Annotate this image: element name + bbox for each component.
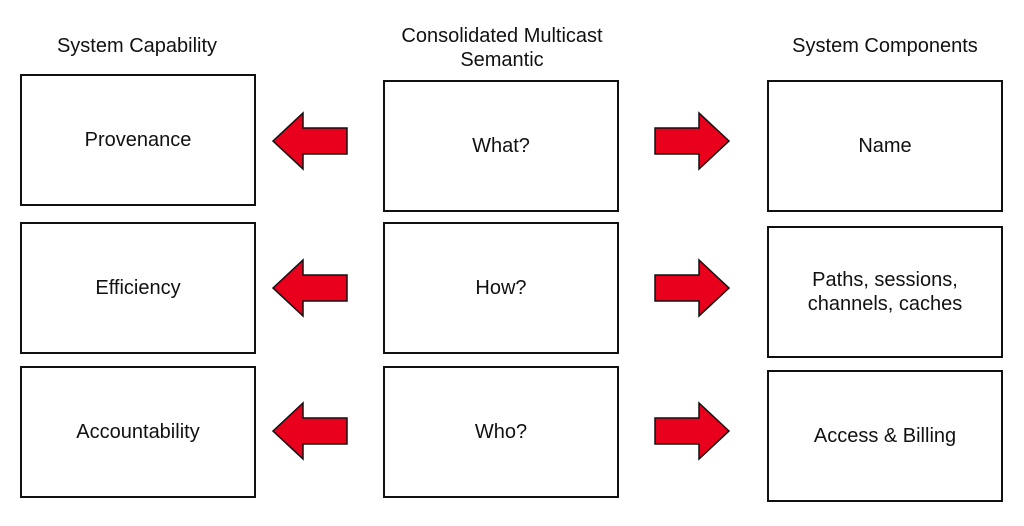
left-arrow-icon [272, 258, 348, 318]
component-box-name: Name [767, 80, 1003, 212]
component-box-paths: Paths, sessions, channels, caches [767, 226, 1003, 358]
capability-box-provenance: Provenance [20, 74, 256, 206]
header-system-capability: System Capability [56, 35, 218, 57]
semantic-box-who: Who? [383, 366, 619, 498]
capability-box-efficiency: Efficiency [20, 222, 256, 354]
right-arrow-icon [654, 401, 730, 461]
left-arrow-icon [272, 111, 348, 171]
header-system-components: System Components [792, 35, 978, 57]
right-arrow-icon [654, 258, 730, 318]
capability-box-accountability: Accountability [20, 366, 256, 498]
left-arrow-icon [272, 401, 348, 461]
right-arrow-icon [654, 111, 730, 171]
component-box-access-billing: Access & Billing [767, 370, 1003, 502]
header-consolidated-multicast-semantic: Consolidated Multicast Semantic [401, 25, 603, 71]
semantic-box-how: How? [383, 222, 619, 354]
semantic-box-what: What? [383, 80, 619, 212]
